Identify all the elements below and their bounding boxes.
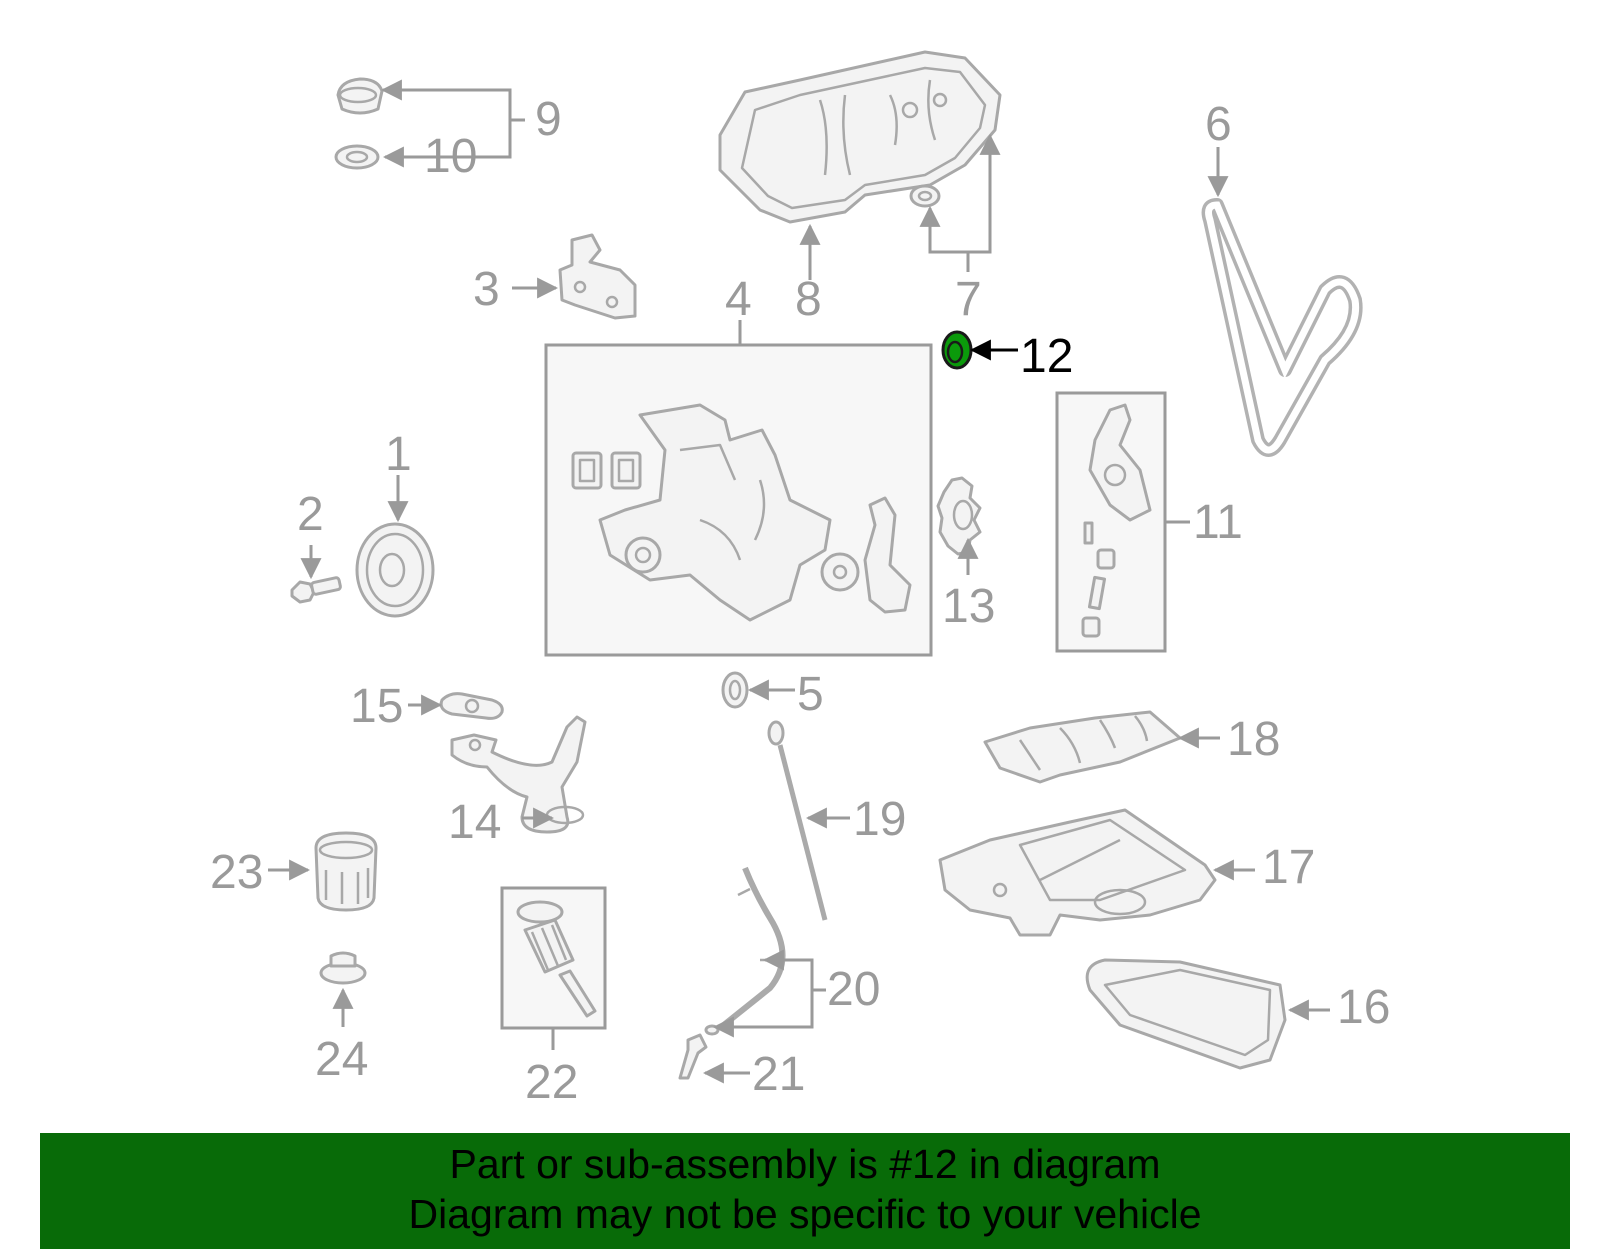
oil-pump-part (1081, 403, 1152, 638)
callout-2: 2 (297, 488, 324, 541)
callout-9: 9 (535, 93, 562, 146)
callout-22: 22 (525, 1056, 578, 1109)
callout-4: 4 (725, 273, 752, 326)
callout-23: 23 (210, 846, 263, 899)
crankshaft-pulley-part (355, 522, 435, 618)
callout-15: 15 (350, 680, 403, 733)
upper-oil-pan-part (938, 808, 1217, 937)
callout-13: 13 (942, 580, 995, 633)
callout-6: 6 (1205, 98, 1232, 151)
callout-19: 19 (853, 793, 906, 846)
cylinder-head-cover-part (718, 50, 1002, 224)
dipstick-guide-o-ring-part (678, 1024, 720, 1080)
callout-3: 3 (473, 263, 500, 316)
banner-line-disclaimer: Diagram may not be specific to your vehi… (408, 1191, 1202, 1237)
callout-7: 7 (955, 273, 982, 326)
callout-8: 8 (795, 273, 822, 326)
callout-21: 21 (752, 1048, 805, 1101)
callout-10: 10 (424, 130, 477, 183)
info-banner: Part or sub-assembly is #12 in diagram D… (40, 1133, 1570, 1249)
spark-plug-tube-seal-part (909, 184, 941, 208)
bracket-part (558, 233, 637, 320)
callout-14: 14 (448, 796, 501, 849)
drain-plug-part (319, 951, 367, 985)
oil-filler-cap-part (336, 77, 384, 115)
timing-cover-oil-seal-highlighted (941, 330, 973, 370)
callout-18: 18 (1227, 713, 1280, 766)
filler-cap-gasket-part (334, 144, 380, 170)
callout-1: 1 (385, 428, 412, 481)
lower-oil-pan-part (1085, 958, 1287, 1070)
timing-chain-cover-part (571, 403, 912, 622)
dipstick-part (767, 720, 828, 921)
callout-11: 11 (1193, 496, 1243, 549)
callout-24: 24 (315, 1033, 368, 1086)
oil-strainer-part (450, 715, 587, 834)
oil-pan-baffle-part (983, 710, 1182, 784)
callout-16: 16 (1337, 981, 1390, 1034)
oil-filter-cap-part (314, 831, 378, 912)
callout-5: 5 (797, 668, 824, 721)
banner-line-part-number: Part or sub-assembly is #12 in diagram (449, 1141, 1161, 1187)
callout-20: 20 (827, 963, 880, 1016)
strainer-gasket-part (439, 692, 504, 720)
crank-front-seal-part (721, 671, 749, 709)
callout-17: 17 (1262, 841, 1315, 894)
dipstick-guide-part (718, 866, 786, 1031)
oil-filter-element-part (516, 900, 597, 1018)
timing-chain-part (1201, 198, 1363, 457)
pulley-bolt-part (290, 576, 342, 604)
crankshaft-sprocket-part (936, 476, 982, 556)
callout-12: 12 (1020, 330, 1073, 383)
